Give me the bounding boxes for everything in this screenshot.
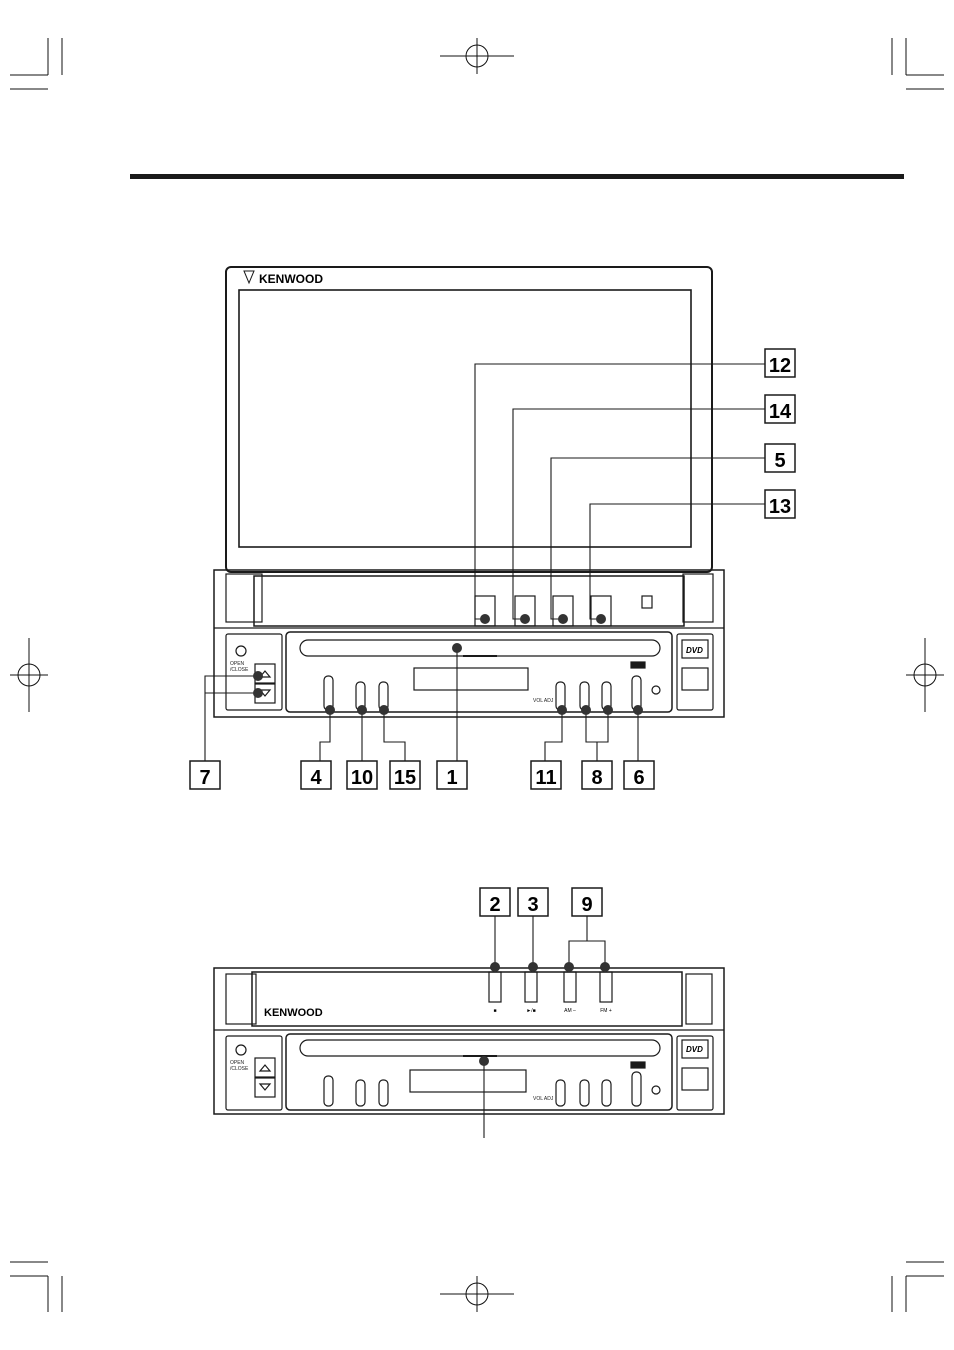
closed-btn-label-fm: FM + xyxy=(600,1008,612,1014)
callout-5-text: 5 xyxy=(774,450,785,472)
callout-3: 3 xyxy=(527,894,538,916)
closed-btn-label-play: ►/■ xyxy=(526,1008,535,1014)
svg-text:/CLOSE: /CLOSE xyxy=(230,667,249,673)
callout-9: 9 xyxy=(581,894,592,916)
callout-4: 4 xyxy=(310,767,322,789)
svg-text:/CLOSE: /CLOSE xyxy=(230,1066,249,1072)
open-unit xyxy=(214,267,724,717)
closed-btn-label-stop: ■ xyxy=(493,1008,496,1014)
closed-brand-logo: KENWOOD xyxy=(264,1007,323,1019)
crop-marks xyxy=(10,38,944,1312)
callout-13-text: 13 xyxy=(769,496,791,518)
callout-6: 6 xyxy=(633,767,644,789)
leader-dots-closed xyxy=(479,962,610,1066)
callout-7: 7 xyxy=(199,767,210,789)
callout-10: 10 xyxy=(351,767,373,789)
monitor-frame xyxy=(226,267,712,572)
callout-8: 8 xyxy=(591,767,602,789)
closed-btn-label-am: AM – xyxy=(564,1008,576,1014)
closed-unit xyxy=(214,968,724,1114)
callouts-bottom xyxy=(190,761,654,789)
closed-vol-adj-label: VOL ADJ xyxy=(533,1096,554,1102)
callout-14-text: 14 xyxy=(769,401,792,423)
dvd-badge: DVD xyxy=(686,646,703,655)
monitor-screen xyxy=(239,290,691,547)
disc-slot xyxy=(300,640,660,656)
header-rule xyxy=(130,174,904,179)
callout-15: 15 xyxy=(394,767,416,789)
callout-2: 2 xyxy=(489,894,500,916)
vol-adj-label: VOL ADJ xyxy=(533,698,554,704)
leader-lines-open xyxy=(205,364,765,763)
faceplate xyxy=(286,632,672,712)
callout-12-text: 12 xyxy=(769,355,791,377)
chassis xyxy=(214,570,724,717)
callout-1: 1 xyxy=(446,767,457,789)
display-window xyxy=(414,668,528,690)
callout-11: 11 xyxy=(535,767,556,789)
brand-logo: KENWOOD xyxy=(259,272,323,286)
closed-dvd-badge: DVD xyxy=(686,1045,703,1054)
leader-dots-open xyxy=(253,614,643,715)
